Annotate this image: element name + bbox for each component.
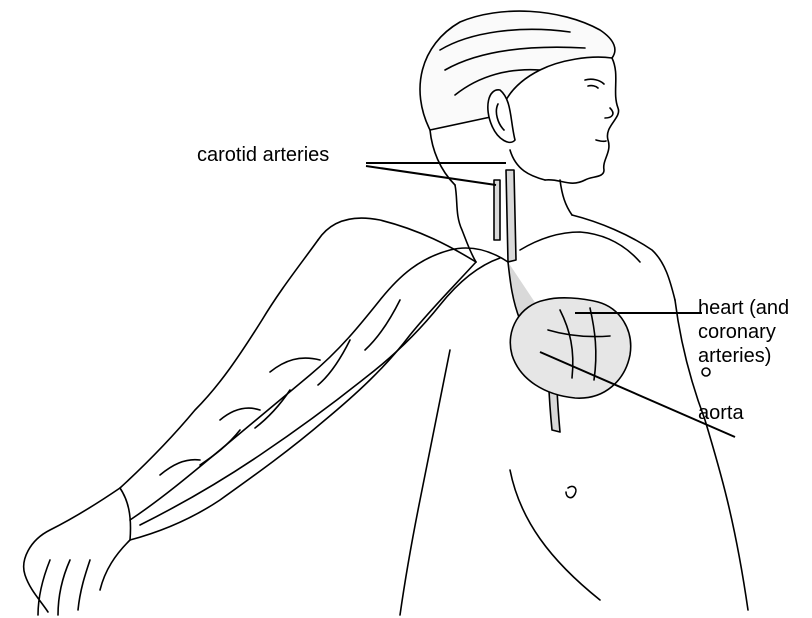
shoulder-right	[572, 215, 675, 300]
torso-left	[400, 350, 450, 615]
right-subclavian	[520, 232, 640, 262]
eye	[585, 79, 604, 88]
arm-lower-edge	[130, 262, 476, 540]
thumb	[120, 488, 131, 540]
navel	[566, 486, 576, 497]
carotid-leader-diagonal	[366, 166, 496, 185]
shoulder-left	[318, 218, 476, 262]
arm-artery-branches	[160, 300, 400, 475]
neck-back	[455, 185, 476, 262]
jaw	[510, 150, 545, 180]
carotid-vessel	[494, 170, 516, 262]
nose	[605, 108, 613, 118]
label-heart-line-3: arteries)	[698, 344, 789, 368]
label-heart-line-2: coronary	[698, 320, 789, 344]
label-heart: heart (and coronary arteries)	[698, 296, 789, 368]
hand	[24, 488, 130, 615]
neck-front	[560, 180, 572, 215]
ear	[488, 90, 515, 142]
label-aorta: aorta	[698, 401, 744, 425]
mouth	[596, 140, 606, 141]
label-carotid-arteries: carotid arteries	[197, 143, 329, 167]
abdomen-line	[510, 470, 600, 600]
nipple-right	[702, 368, 710, 376]
arm-artery-2	[140, 258, 500, 525]
label-heart-line-1: heart (and	[698, 296, 789, 320]
